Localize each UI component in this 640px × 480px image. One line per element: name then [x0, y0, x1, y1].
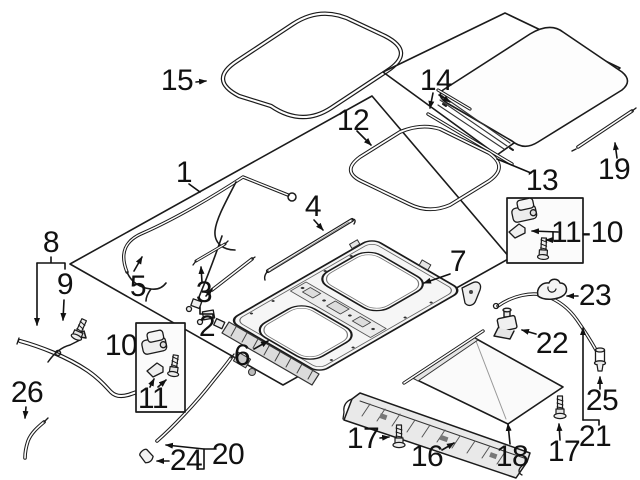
part-label-8-7: 8 [42, 226, 60, 259]
part-label-13-13: 13 [525, 164, 559, 197]
part-label-3-2: 3 [195, 276, 213, 309]
drain-valve-drawing [593, 347, 607, 372]
shade-guide-strips-drawing [426, 88, 514, 166]
screw-9 [70, 318, 88, 341]
part-label-16-16: 16 [410, 440, 444, 473]
motor-kit-box-right [506, 197, 584, 264]
part-label-6-5: 6 [233, 339, 251, 372]
part-label-21-22: 21 [578, 420, 612, 453]
part-label-22-23: 22 [535, 327, 569, 360]
wiring-harness-drawing [122, 175, 297, 330]
bolt-17-right [553, 395, 567, 420]
motor-kit-box-left [135, 322, 186, 413]
wind-deflector-drawing [348, 124, 501, 212]
side-drain-hose-drawing [492, 292, 598, 352]
bolt-17-left [392, 424, 406, 449]
part-label-2-1: 2 [198, 310, 216, 343]
part-label-9-8: 9 [56, 268, 74, 301]
part-label-7-6: 7 [449, 245, 467, 278]
drain-tray-drawing [342, 392, 531, 479]
part-label-12-12: 12 [336, 104, 370, 137]
part-label-11-10-11: 11-10 [550, 216, 624, 249]
part-label-10-9: 10 [104, 329, 138, 362]
vent-hose-drawing [23, 417, 49, 460]
part-label-15-15: 15 [160, 64, 194, 97]
part-label-20-21: 20 [211, 438, 245, 471]
side-trim-strip-drawing [571, 107, 637, 152]
part-label-19-20: 19 [597, 153, 631, 186]
grommet-drawing [139, 448, 154, 464]
hose-clip-drawing [536, 278, 568, 300]
sunroof-frame-drawing [221, 239, 482, 386]
part-label-4-3: 4 [304, 190, 322, 223]
part-label-1-0: 1 [175, 156, 193, 189]
glass-seal-drawing [220, 11, 404, 120]
front-drain-hose-drawing [155, 353, 235, 443]
part-label-11-10: 11 [137, 382, 169, 415]
part-label-17-18: 17 [547, 435, 581, 468]
part-label-24-25: 24 [169, 444, 203, 477]
guide-rails-drawing [192, 218, 356, 295]
part-label-25-26: 25 [585, 384, 619, 417]
part-label-17-17: 17 [346, 422, 380, 455]
part-label-14-14: 14 [419, 64, 453, 97]
hose-bracket-drawing [493, 307, 518, 340]
part-label-26-27: 26 [10, 376, 44, 409]
callout-leaders [22, 78, 619, 470]
part-label-5-4: 5 [129, 270, 147, 303]
part-label-18-19: 18 [495, 440, 529, 473]
part-label-23-24: 23 [578, 279, 612, 312]
